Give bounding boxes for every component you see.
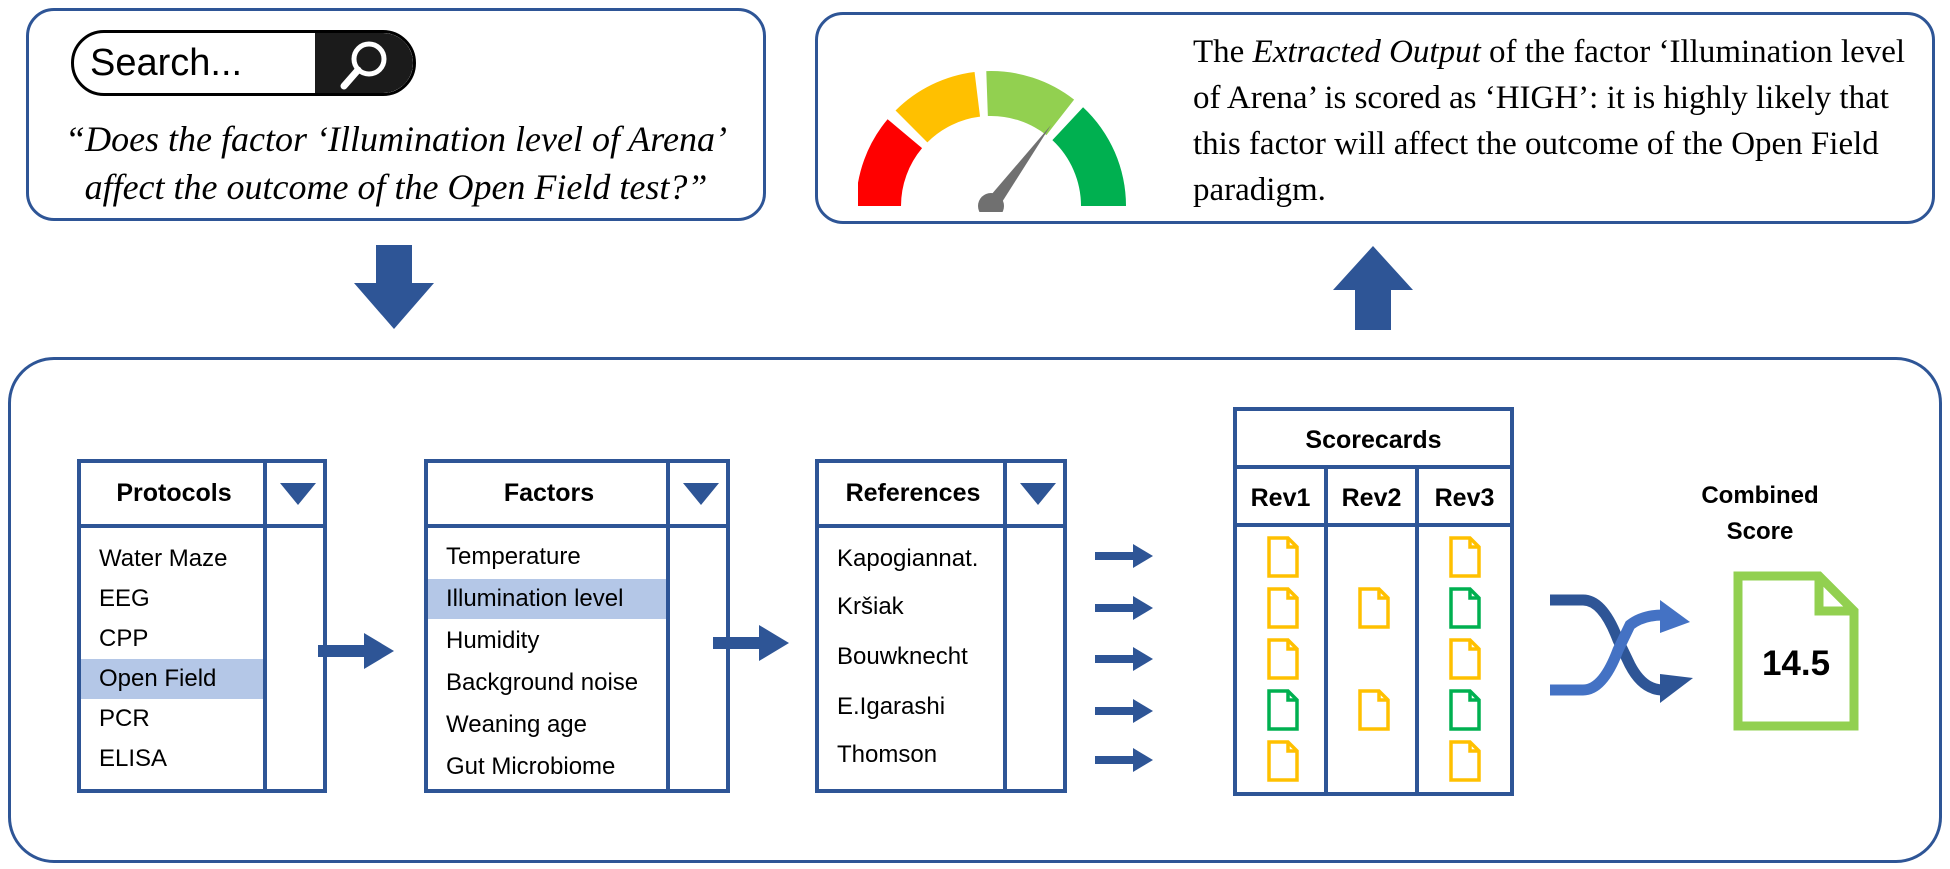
protocol-item[interactable]: PCR bbox=[99, 705, 150, 732]
flow-arrow-protocols-factors bbox=[318, 633, 394, 669]
green-document-icon bbox=[1267, 689, 1299, 731]
references-title: References bbox=[845, 479, 981, 507]
yellow-document-icon bbox=[1267, 536, 1299, 578]
shuffle-icon bbox=[1550, 594, 1693, 703]
scorecard-header-rev2: Rev2 bbox=[1328, 469, 1415, 527]
output-text-rest: of the factor ‘Illumination level of Are… bbox=[1193, 34, 1906, 208]
factors-dropdown-button[interactable] bbox=[666, 463, 726, 524]
protocols-title: Protocols bbox=[116, 479, 232, 507]
protocols-dropdown-button[interactable] bbox=[263, 463, 323, 524]
combined-label-line1: Combined bbox=[1701, 482, 1819, 509]
flow-arrow-factors-references bbox=[713, 625, 789, 661]
chevron-down-icon bbox=[1020, 483, 1056, 505]
protocol-item[interactable]: EEG bbox=[99, 585, 150, 612]
reference-arrow bbox=[1095, 748, 1153, 772]
reference-item[interactable]: Kršiak bbox=[837, 593, 904, 620]
protocols-header[interactable]: Protocols bbox=[81, 463, 323, 528]
reference-item[interactable]: Bouwknecht bbox=[837, 643, 968, 670]
combined-score-value: 14.5 bbox=[1761, 644, 1831, 683]
reference-arrow bbox=[1095, 596, 1153, 620]
reference-item[interactable]: Kapogiannat. bbox=[837, 545, 979, 572]
protocol-item[interactable]: CPP bbox=[99, 625, 149, 652]
yellow-document-icon bbox=[1449, 638, 1481, 680]
factor-item[interactable]: Weaning age bbox=[446, 711, 587, 738]
scorecard-column-rev2: Rev2 bbox=[1328, 469, 1419, 792]
yellow-document-icon bbox=[1267, 587, 1299, 629]
gauge-meter bbox=[858, 71, 1126, 212]
gauge-segment-high bbox=[1052, 107, 1126, 206]
reference-arrows bbox=[1095, 544, 1153, 772]
gauge-segment-elevated bbox=[986, 71, 1075, 136]
output-text-start: The bbox=[1193, 34, 1253, 70]
factors-header[interactable]: Factors bbox=[428, 463, 726, 528]
scorecard-column-rev3: Rev3 bbox=[1419, 469, 1510, 792]
query-question: “Does the factor ‘Illumination level of … bbox=[65, 119, 727, 207]
scorecard-header-rev1: Rev1 bbox=[1237, 469, 1324, 527]
reference-arrow bbox=[1095, 699, 1153, 723]
yellow-document-icon bbox=[1267, 740, 1299, 782]
gauge-needle bbox=[985, 125, 1051, 210]
down-arrow bbox=[354, 245, 434, 329]
factor-item[interactable]: Humidity bbox=[446, 627, 540, 654]
chevron-down-icon bbox=[280, 483, 316, 505]
reference-item[interactable]: Thomson bbox=[837, 741, 938, 768]
yellow-document-icon bbox=[1267, 638, 1299, 680]
combined-score-label: Combined Score bbox=[1680, 478, 1840, 550]
factor-item[interactable]: Background noise bbox=[446, 669, 639, 696]
green-document-icon bbox=[1449, 587, 1481, 629]
references-dropdown-button[interactable] bbox=[1003, 463, 1063, 524]
search-input[interactable]: Search... bbox=[90, 42, 243, 84]
scorecards-table: Scorecards Rev1 Rev2 Rev3 bbox=[1233, 407, 1514, 796]
protocol-item[interactable]: ELISA bbox=[99, 745, 168, 772]
output-panel: The Extracted Output of the factor ‘Illu… bbox=[815, 12, 1935, 224]
reference-arrow bbox=[1095, 647, 1153, 671]
scorecards-title: Scorecards bbox=[1237, 411, 1510, 469]
output-text-emphasis: Extracted Output bbox=[1252, 34, 1481, 70]
search-icon bbox=[340, 41, 387, 90]
gauge-pivot bbox=[978, 193, 1004, 212]
yellow-document-icon bbox=[1358, 587, 1390, 629]
yellow-document-icon bbox=[1449, 536, 1481, 578]
yellow-document-icon bbox=[1449, 740, 1481, 782]
reference-arrow bbox=[1095, 544, 1153, 568]
factors-title: Factors bbox=[503, 479, 595, 507]
gauge-segment-low bbox=[858, 119, 923, 206]
scorecard-header-rev3: Rev3 bbox=[1419, 469, 1510, 527]
chevron-down-icon bbox=[683, 483, 719, 505]
score-document-icon bbox=[1733, 571, 1859, 731]
search-button[interactable] bbox=[315, 33, 413, 93]
reference-item[interactable]: E.Igarashi bbox=[837, 693, 946, 720]
query-panel: Search... “Does the factor ‘Illumination… bbox=[26, 8, 766, 221]
green-document-icon bbox=[1449, 689, 1481, 731]
factor-item[interactable]: Temperature bbox=[446, 543, 581, 570]
yellow-document-icon bbox=[1358, 689, 1390, 731]
search-bar[interactable]: Search... bbox=[71, 30, 416, 96]
gauge-segment-medium bbox=[895, 72, 981, 143]
scorecard-column-rev1: Rev1 bbox=[1237, 469, 1328, 792]
combined-label-line2: Score bbox=[1726, 518, 1794, 545]
up-arrow bbox=[1333, 246, 1413, 330]
protocol-item[interactable]: Water Maze bbox=[99, 545, 228, 572]
protocol-item[interactable]: Open Field bbox=[81, 659, 263, 699]
factor-item[interactable]: Illumination level bbox=[428, 579, 666, 619]
output-text: The Extracted Output of the factor ‘Illu… bbox=[1193, 29, 1913, 213]
factor-item[interactable]: Gut Microbiome bbox=[446, 753, 616, 780]
references-header[interactable]: References bbox=[819, 463, 1063, 528]
